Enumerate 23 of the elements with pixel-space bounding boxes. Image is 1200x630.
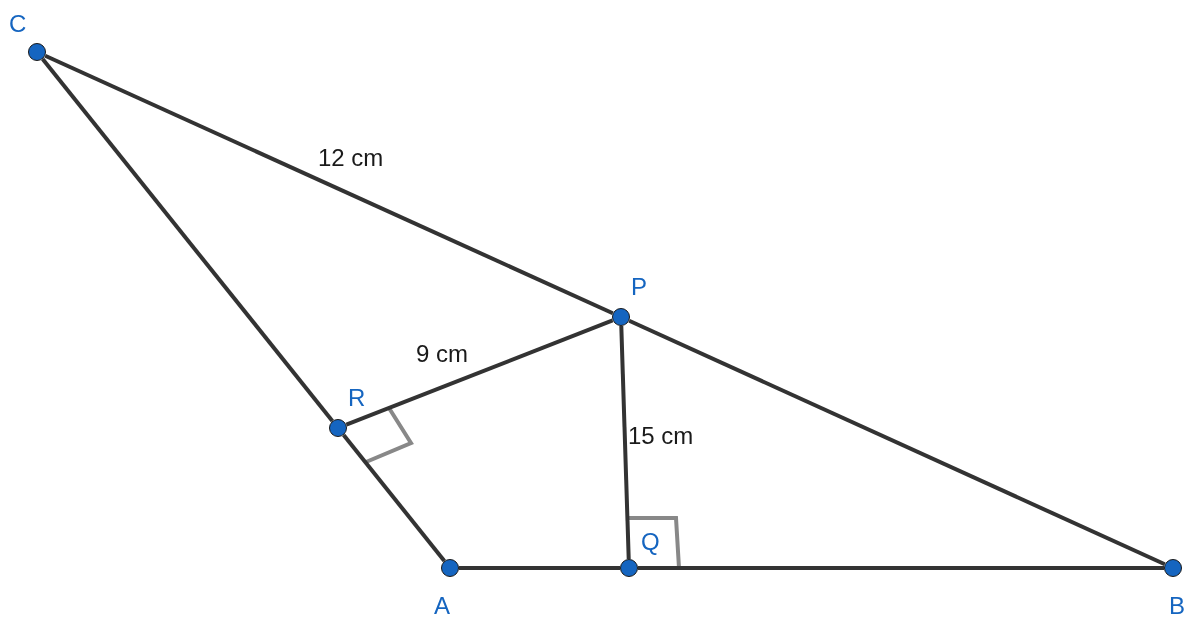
point-dot xyxy=(441,559,459,577)
line-segment xyxy=(345,318,614,427)
point-dot xyxy=(329,419,347,437)
point-label: B xyxy=(1169,594,1185,618)
point-label: C xyxy=(9,12,27,36)
length-label: 9 cm xyxy=(416,342,468,366)
point-dot xyxy=(620,559,638,577)
point-label: R xyxy=(348,386,366,410)
point-dot xyxy=(28,43,46,61)
line-segment xyxy=(41,57,334,423)
point-label: Q xyxy=(641,530,660,554)
point-dot xyxy=(612,308,630,326)
line-segment xyxy=(342,433,446,563)
line-segment xyxy=(44,53,614,316)
point-label: P xyxy=(631,275,647,299)
line-segment xyxy=(638,566,1164,570)
point-label: A xyxy=(434,594,450,618)
length-label: 15 cm xyxy=(628,424,694,448)
line-segment xyxy=(459,566,620,570)
point-dot xyxy=(1164,559,1182,577)
line-segment xyxy=(628,318,1166,567)
line-segment xyxy=(619,325,631,560)
length-label: 12 cm xyxy=(318,146,384,170)
